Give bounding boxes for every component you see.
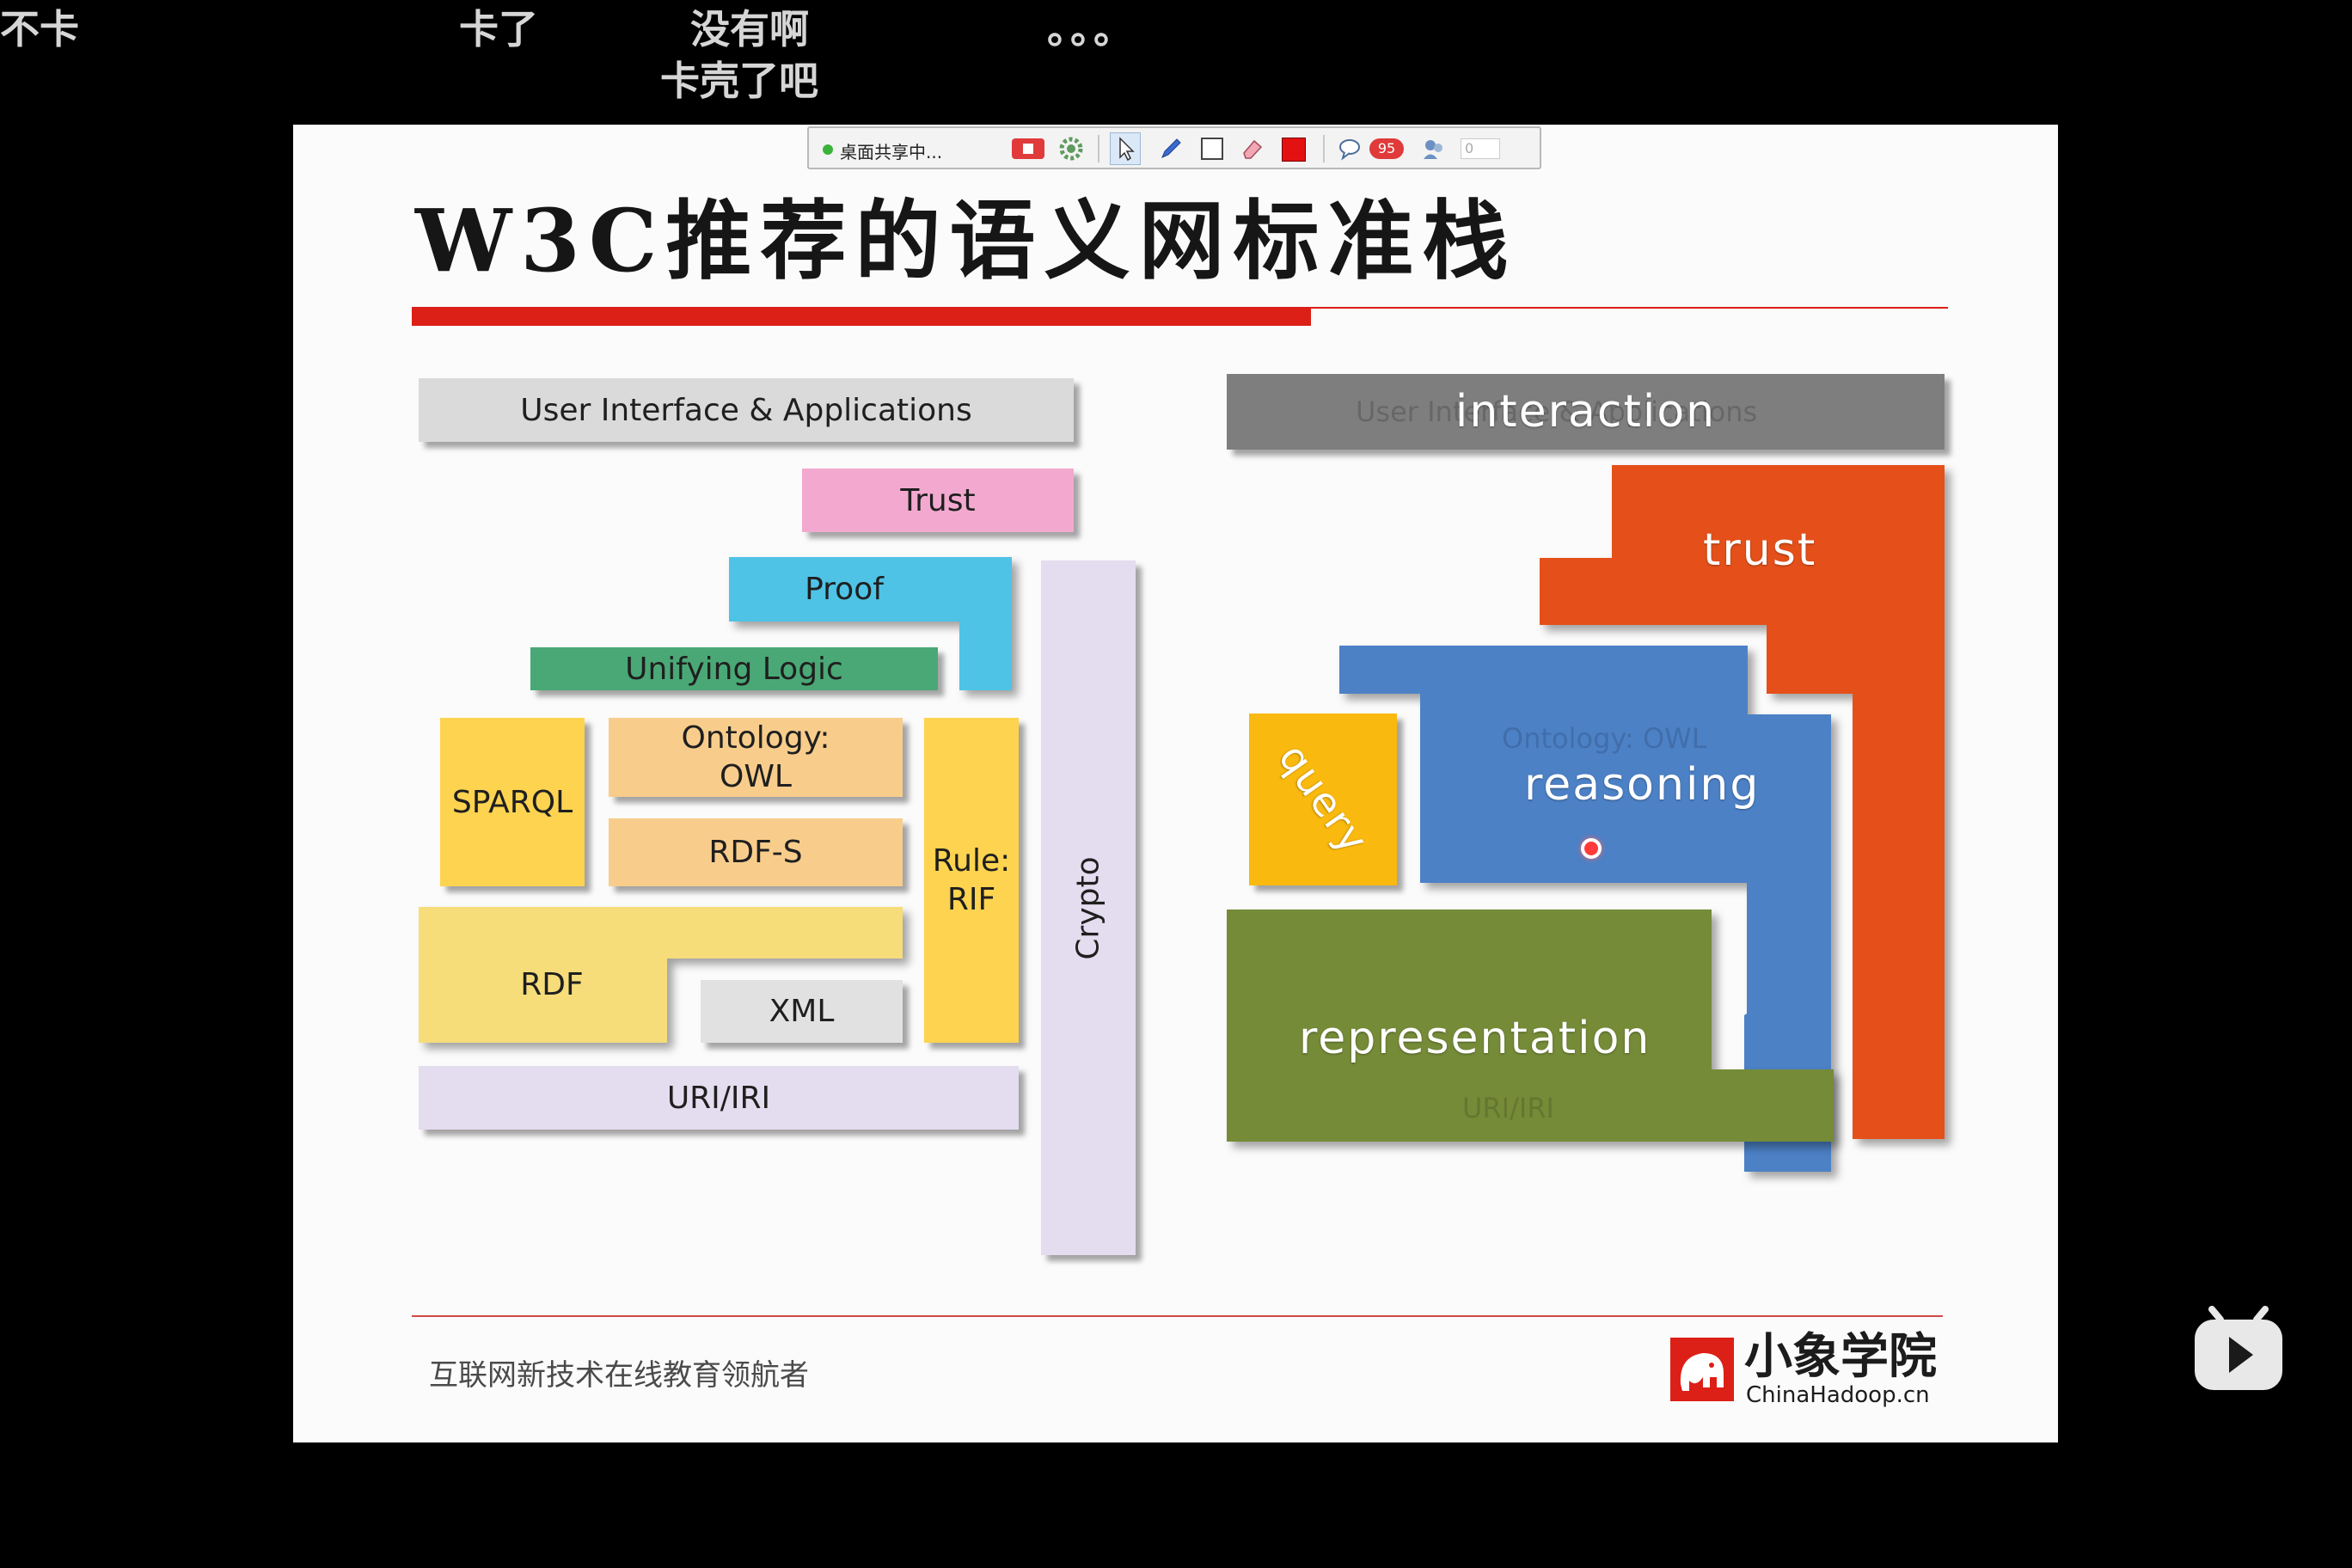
layer-trust: Trust [802,469,1074,532]
title-underline-rule [1311,307,1948,309]
toolbar-value-field[interactable]: 0 [1461,138,1500,159]
layer-rdf-label: RDF [520,966,584,1002]
stop-sharing-icon[interactable] [1012,138,1044,159]
brand-url: ChinaHadoop.cn [1746,1382,1930,1408]
layer-uri-iri: URI/IRI [419,1066,1019,1130]
layer-unifying-logic: Unifying Logic [530,647,938,690]
layer-ontology-owl: Ontology: OWL [609,718,903,797]
overlay-representation-label: representation [1299,1013,1651,1064]
elephant-logo-icon [1670,1338,1734,1401]
danmaku-comment: 卡壳了吧 [660,58,818,104]
settings-gear-icon[interactable] [1058,136,1084,162]
brand-name: 小象学院 [1744,1329,1937,1385]
presentation-slide: 桌面共享中... 95 0 W3C推荐的语义网标准栈 [293,125,2058,1442]
overlay-representation-ghost-text: URI/IRI [1462,1092,1554,1124]
danmaku-comment: 卡了 [459,6,538,52]
sharing-status-dot-icon [823,144,833,155]
danmaku-comment: 。。。 [1047,6,1136,52]
overlay-interaction-ghost-text: User Interface & Applications [1356,395,1758,428]
stop-square-icon [1023,144,1033,154]
overlay-representation-shape [1227,910,1834,1142]
danmaku-comment: 不卡 [0,6,79,52]
participants-icon[interactable] [1421,136,1447,162]
toolbar-divider [1098,135,1099,162]
sharing-status-label: 桌面共享中... [840,142,943,162]
toolbar-divider [1323,135,1325,162]
overlay-query-label: query [1269,735,1378,863]
overlay-trust-label: trust [1703,524,1817,576]
overlay-reasoning-ghost-text: Ontology: OWL [1502,722,1707,755]
layer-user-interface: User Interface & Applications [419,378,1074,442]
layer-rule-rif: Rule: RIF [924,718,1019,1043]
layer-rdfs: RDF-S [609,818,903,886]
layer-crypto: Crypto [1041,560,1136,1255]
pen-tool-icon[interactable] [1158,136,1184,162]
overlay-reasoning-shape [1339,646,1831,1172]
rectangle-tool-icon[interactable] [1201,138,1223,160]
layer-proof-label: Proof [805,572,884,607]
slide-title: W3C推荐的语义网标准栈 [415,190,1517,291]
overlay-trust-shape [1540,465,1945,1139]
layer-sparql: SPARQL [440,718,585,886]
overlay-reasoning-label: reasoning [1524,759,1761,811]
color-picker-icon[interactable] [1282,138,1306,162]
eraser-tool-icon[interactable] [1239,136,1265,162]
danmaku-comment: 没有啊 [690,6,809,52]
pointer-tool-icon[interactable] [1110,132,1141,165]
laser-pointer-dot-icon [1581,838,1602,859]
screen-share-toolbar: 桌面共享中... 95 0 [807,126,1541,169]
chat-count-badge: 95 [1369,138,1404,159]
layer-rdf-shape [419,907,903,1043]
footer-tagline: 互联网新技术在线教育领航者 [429,1358,809,1393]
layer-crypto-label: Crypto [1070,855,1106,960]
chat-bubble-icon[interactable] [1337,136,1363,162]
footer-divider [412,1315,1943,1317]
layer-proof-shape [729,557,1012,690]
overlay-interaction: User Interface & Applications interactio… [1227,374,1945,450]
play-button[interactable] [2191,1304,2286,1393]
overlay-query: query [1249,714,1397,885]
layer-xml: XML [701,980,903,1043]
title-underline-accent [412,307,1311,326]
overlay-interaction-label: interaction [1455,385,1717,438]
